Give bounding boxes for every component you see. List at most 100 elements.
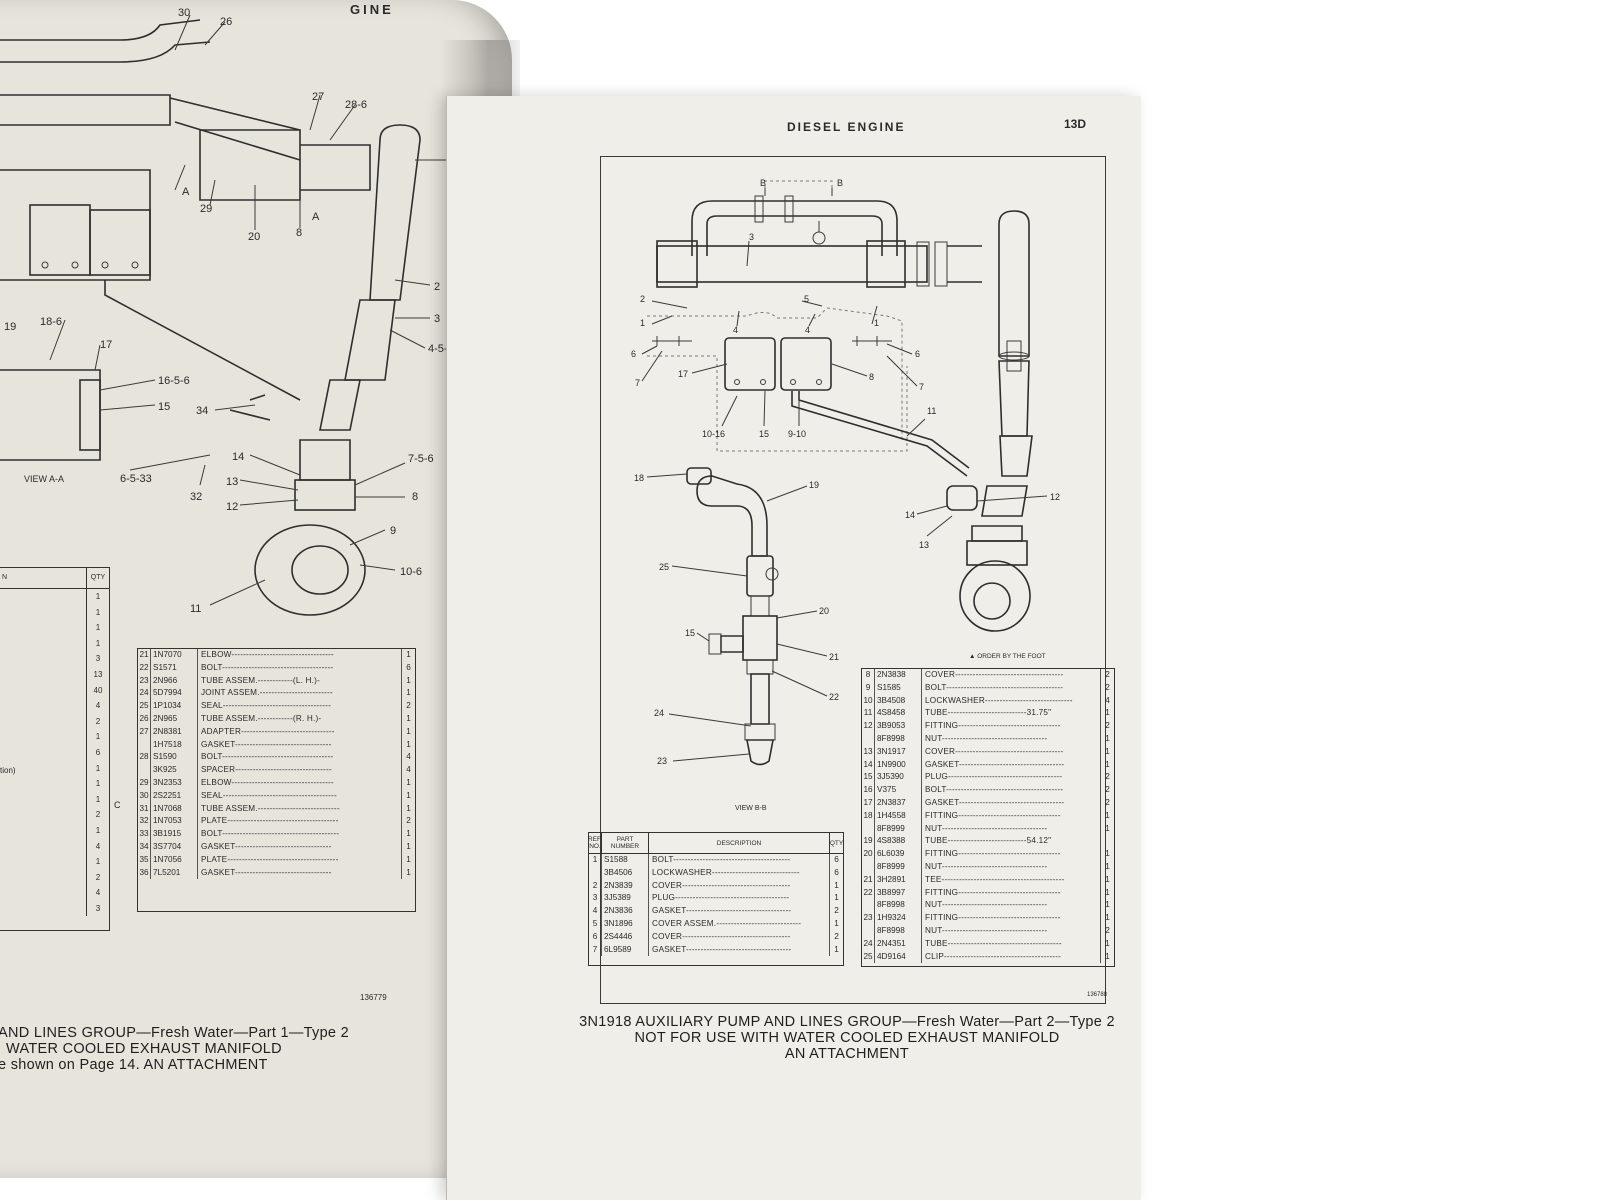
table-row: 3K925 SPACER----------------------------… [138,764,415,777]
part-number-cell: 3S7704 [151,840,198,854]
ref-cell: 19 [862,835,875,849]
ref-cell: 10 [862,694,875,708]
description-cell: GASKET----------------------------------… [652,906,792,916]
partial-qty-row: 4 [0,838,109,855]
part-number-cell: 3B4506 [602,866,649,880]
partial-desc-cell [0,839,86,855]
left-callout: 7-5-6 [408,453,434,465]
left-callout: 29 [200,203,212,215]
description-cell: BOLT------------------------------------… [925,785,1064,795]
ref-cell: 25 [862,950,875,964]
qty-cell: 1 [1100,950,1114,964]
partial-qty-cell: 1 [86,791,109,808]
partial-qty-cell: 13 [86,666,109,683]
part-number-cell: 1N7070 [151,649,198,662]
part-number-cell: 8F8998 [875,732,922,746]
left-callout: 18-6 [40,316,62,328]
qty-cell: 6 [829,854,843,867]
part-number-cell: 2N3839 [602,879,649,893]
left-side-mark: C [114,800,121,810]
qty-cell: 1 [401,802,415,816]
ref-cell: 3 [589,892,602,906]
part-number-cell: 2N3838 [875,669,922,682]
callout: 18 [634,473,644,483]
table-row: 8F8998 NUT------------------------------… [862,924,1114,938]
part-number-cell: S1588 [602,854,649,867]
ref-cell: 27 [138,725,151,739]
partial-qty-cell: 1 [86,822,109,839]
ref-cell: 6 [589,930,602,944]
description-cell: FITTING---------------------------------… [925,887,1061,897]
left-callout: A [182,186,190,198]
description-cell: ELBOW----------------------------------- [201,777,334,787]
qty-cell: 1 [1100,707,1114,721]
description-cell: FITTING---------------------------------… [925,721,1061,731]
diagram-frame [600,156,1106,1004]
part-number-cell: 3J5390 [875,771,922,785]
qty-cell: 1 [829,892,843,906]
callout: 8 [869,372,874,382]
part-number-cell: 1H4558 [875,809,922,823]
left-callout: 2 [434,281,440,293]
partial-qty-row: 2 [0,713,109,730]
description-cell: ELBOW----------------------------------- [201,650,334,659]
part-number-cell: 3K925 [151,764,198,777]
partial-desc-cell [0,885,86,901]
partial-qty-row: 4 [0,698,109,714]
part-number-cell: 3B1915 [151,828,198,841]
left-partial-text: tion) [0,766,16,775]
qty-cell: 2 [1100,771,1114,785]
left-callout: 17 [100,339,112,351]
description-cell: COVER-----------------------------------… [925,746,1064,756]
description-cell: FITTING---------------------------------… [925,810,1061,820]
qty-cell: 6 [829,866,843,880]
qty-cell: 1 [1100,809,1114,823]
partial-qty-cell: 3 [86,900,109,917]
right-page: DIESEL ENGINE 13D B B [446,96,1141,1200]
left-callout: 6-5-33 [120,473,152,485]
description-cell: TUBE---------------------------31.75" [925,708,1052,718]
partial-desc-cell [0,776,86,792]
qty-cell: 1 [401,687,415,701]
partial-desc-cell [0,807,86,823]
partial-qty-cell: 2 [86,807,109,823]
description-cell: CLIP------------------------------------… [925,951,1062,961]
part-number-cell: 3H2891 [875,873,922,887]
qty-cell: 1 [1100,886,1114,900]
section-mark-b: B [760,178,766,188]
callout: 22 [829,692,839,702]
callout: 2 [640,294,645,304]
partial-qty-row: 1 [0,760,109,777]
callout: 6 [631,349,636,359]
partial-qty-cell: 4 [86,885,109,901]
qty-cell: 2 [1100,681,1114,695]
ref-cell: 12 [862,720,875,733]
callout: 9-10 [788,429,806,439]
callout: 1 [640,318,645,328]
part-number-cell: 3B9053 [875,720,922,733]
partial-qty-cell: 3 [86,651,109,667]
partial-qty-cell: 4 [86,838,109,855]
description-cell: NUT------------------------------------ [925,823,1048,833]
left-callout: 30 [178,7,190,19]
callout: 10-16 [702,429,725,439]
caption-line2: NOT FOR USE WITH WATER COOLED EXHAUST MA… [634,1030,1060,1046]
left-caption-line3: e shown on Page 14. AN ATTACHMENT [0,1057,268,1073]
qty-cell [1100,835,1114,849]
part-number-cell: 2N966 [151,674,198,688]
partial-qty-cell: 1 [86,776,109,792]
figure-caption: 3N1918 AUXILIARY PUMP AND LINES GROUP—Fr… [557,1014,1137,1062]
table-row: 8F8999 NUT------------------------------… [862,822,1114,836]
header-qty: QTY [829,833,843,853]
